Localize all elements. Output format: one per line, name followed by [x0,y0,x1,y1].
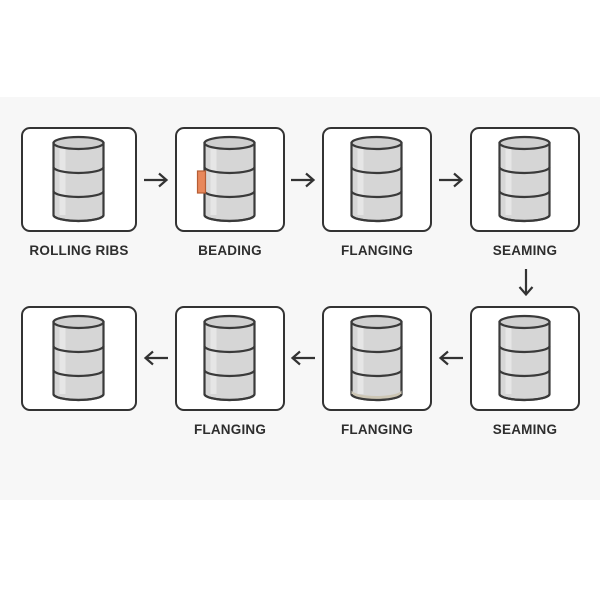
arrow-left-icon [290,350,315,366]
barrel-icon [498,314,551,402]
barrel-icon [203,314,256,402]
barrel-icon [52,135,105,223]
arrow-left-icon [143,350,168,366]
barrel-icon [350,135,403,223]
step-card-final [21,306,137,411]
step-card-seaming-1 [470,127,580,232]
arrow-right-icon [291,172,316,188]
step-label-flanging-2: FLANGING [340,422,414,437]
barrel-with-base-ring-icon [350,314,403,402]
arrow-right-icon [439,172,464,188]
step-card-flanging-3 [175,306,285,411]
barrel-icon [52,314,105,402]
step-label-seaming-2: SEAMING [492,422,558,437]
step-label-flanging-3: FLANGING [193,422,267,437]
step-card-flanging-2 [322,306,432,411]
step-card-seaming-2 [470,306,580,411]
step-card-flanging-1 [322,127,432,232]
step-card-rolling-ribs [21,127,137,232]
arrow-left-icon [438,350,463,366]
step-label-flanging-1: FLANGING [340,243,414,258]
step-label-seaming-1: SEAMING [492,243,558,258]
barrel-icon [498,135,551,223]
step-label-beading: BEADING [198,243,262,258]
step-label-rolling-ribs: ROLLING RIBS [29,243,129,258]
arrow-down-icon [518,269,534,297]
barrel-with-bead-icon [196,135,256,223]
step-card-beading [175,127,285,232]
arrow-right-icon [144,172,169,188]
